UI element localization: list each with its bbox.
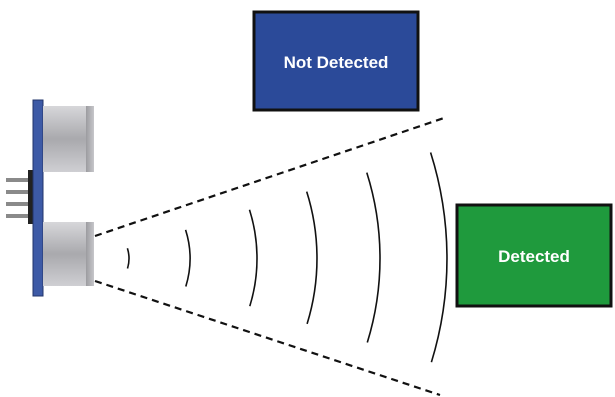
detected-rect xyxy=(455,203,613,308)
wave-arc xyxy=(248,209,258,307)
transducer-body xyxy=(43,222,93,286)
transducer-body xyxy=(43,106,93,172)
wave-arc xyxy=(305,191,318,325)
pin xyxy=(6,190,34,194)
not-detected-rect xyxy=(252,10,420,112)
not-detected-box: Not Detected xyxy=(252,10,420,112)
detected-box: Detected xyxy=(455,203,613,308)
beam-upper-edge xyxy=(94,115,448,238)
sound-waves xyxy=(126,152,448,363)
receiver-transducer xyxy=(43,222,94,286)
beam-lower-edge xyxy=(94,279,441,397)
transmitter-transducer xyxy=(43,106,94,172)
transducer-face xyxy=(86,106,94,172)
wave-arc xyxy=(429,152,448,363)
pin xyxy=(6,178,34,182)
detected-label: Detected xyxy=(498,247,570,266)
transducer-face xyxy=(86,222,94,286)
circuit-board xyxy=(32,99,44,297)
wave-arc xyxy=(184,229,191,287)
pin xyxy=(6,202,34,206)
not-detected-label: Not Detected xyxy=(284,53,389,72)
wave-arc xyxy=(126,248,130,269)
wave-arc xyxy=(366,172,381,343)
pin xyxy=(6,214,34,218)
ultrasonic-sensor xyxy=(6,99,94,297)
